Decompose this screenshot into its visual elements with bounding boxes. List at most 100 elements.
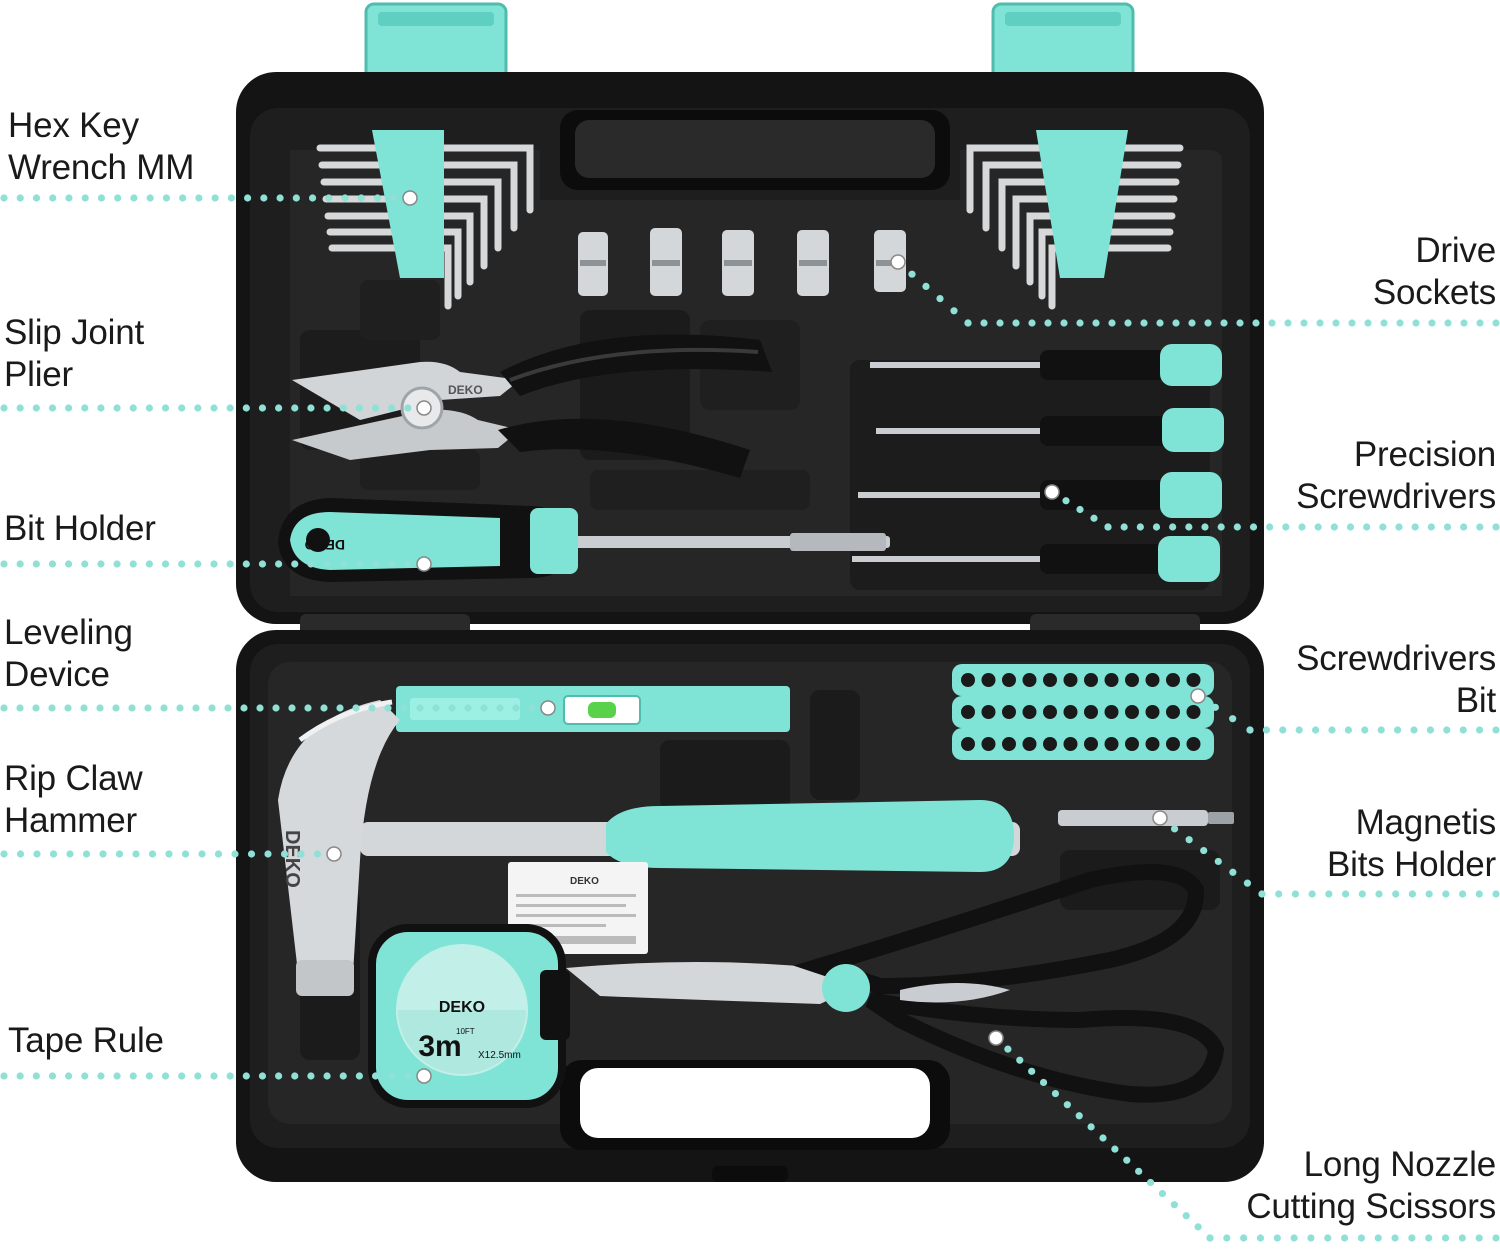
leader-dot	[66, 850, 74, 858]
leader-dot	[1444, 319, 1452, 327]
bit-dot	[981, 737, 996, 751]
leader-dot	[528, 704, 536, 712]
leader-dot	[1492, 523, 1500, 531]
leader-dot	[176, 704, 184, 712]
leader-dot	[1214, 857, 1222, 866]
leader-dot	[227, 194, 235, 202]
leader-dot	[178, 1072, 186, 1080]
leader-dot	[1108, 319, 1116, 327]
leader-dot	[1152, 523, 1161, 531]
magnetic-bits-holder	[1058, 810, 1234, 826]
leader-dot	[1476, 319, 1484, 327]
leader-dot	[179, 194, 187, 202]
leader-dot	[1188, 319, 1196, 327]
leader-dot	[336, 704, 344, 712]
leader-dot	[1410, 726, 1418, 734]
leader-dot	[355, 404, 363, 412]
leader-dot	[1092, 319, 1100, 327]
leader-dot	[64, 704, 72, 712]
leader-dot	[195, 194, 203, 202]
leader-dot	[1099, 1134, 1107, 1142]
leader-anchor-dot	[988, 1030, 1004, 1046]
leader-dot	[82, 850, 91, 858]
leader-dot	[1341, 890, 1350, 898]
leader-dot	[1295, 726, 1303, 734]
leader-dot	[144, 704, 152, 712]
leader-dot	[145, 404, 153, 412]
bit-dot	[1022, 705, 1037, 719]
leader-dot	[323, 1072, 331, 1080]
leader-dot	[97, 1072, 105, 1080]
leader-dot	[1492, 319, 1500, 327]
bit-dot	[981, 705, 996, 719]
leader-dot	[192, 704, 200, 712]
bit-dot	[1063, 673, 1078, 687]
leader-dot	[32, 404, 40, 412]
leader-dot	[81, 194, 89, 202]
leader-dot	[308, 194, 317, 202]
bit-dot	[1145, 673, 1160, 687]
leader-dot	[272, 704, 280, 712]
leader-dot	[162, 194, 170, 202]
leader-anchor-dot	[416, 556, 432, 572]
leader-dot	[16, 560, 24, 568]
leader-dot	[980, 319, 988, 327]
leader-dot	[242, 1072, 250, 1080]
leader-dot	[1412, 319, 1420, 327]
leader-dot	[161, 404, 170, 412]
leader-dot	[1146, 1178, 1155, 1187]
leader-dot	[400, 704, 408, 712]
leader-dot	[1012, 319, 1020, 327]
leader-dot	[384, 704, 392, 712]
leader-dot	[198, 850, 206, 858]
leader-dot	[1391, 1234, 1399, 1242]
bit-dot	[1063, 737, 1078, 751]
leader-dot	[178, 560, 186, 568]
bit-dot	[1104, 705, 1119, 719]
leader-dot	[291, 1072, 299, 1080]
tape-rule: DEKO 3m X12.5mm 10FT	[368, 924, 570, 1108]
leader-dot	[1312, 726, 1320, 734]
leader-dot	[0, 850, 8, 858]
leader-dot	[1458, 1234, 1466, 1242]
leader-dot	[1156, 319, 1164, 327]
leader-dot	[48, 404, 57, 412]
leader-dot	[1460, 523, 1468, 531]
leader-dot	[160, 704, 168, 712]
leader-dot	[320, 704, 328, 712]
leader-dot	[211, 194, 219, 202]
leader-dot	[48, 1072, 57, 1080]
leader-dot	[1284, 319, 1292, 327]
leader-dot	[1170, 825, 1179, 833]
leader-dot	[341, 194, 349, 202]
leader-dot	[132, 850, 140, 858]
leader-dot	[1200, 846, 1208, 855]
leader-dot	[226, 560, 234, 568]
leader-dot	[115, 850, 124, 858]
bit-dot	[1166, 705, 1180, 719]
leader-dot	[1028, 319, 1036, 327]
leader-dot	[1060, 319, 1068, 327]
leader-dot	[214, 850, 223, 858]
leader-dot	[1348, 319, 1356, 327]
leader-dot	[65, 194, 73, 202]
svg-text:DEKO: DEKO	[570, 876, 599, 887]
leader-dot	[1324, 1234, 1332, 1242]
leader-dot	[339, 560, 347, 568]
bit-dot	[1125, 673, 1139, 687]
leader-dot	[1340, 1234, 1349, 1242]
leader-dot	[32, 560, 40, 568]
leader-dot	[1344, 726, 1352, 734]
bit-holder-screwdriver: DEKO	[278, 498, 890, 582]
leader-dot	[325, 194, 333, 202]
leader-dot	[1258, 890, 1266, 898]
leader-dot	[1298, 523, 1306, 531]
leader-dot	[264, 850, 272, 858]
leader-dot	[1275, 890, 1283, 898]
leader-dot	[161, 1072, 170, 1080]
long-nozzle-scissors	[566, 864, 1225, 1103]
leader-dot	[908, 270, 916, 278]
